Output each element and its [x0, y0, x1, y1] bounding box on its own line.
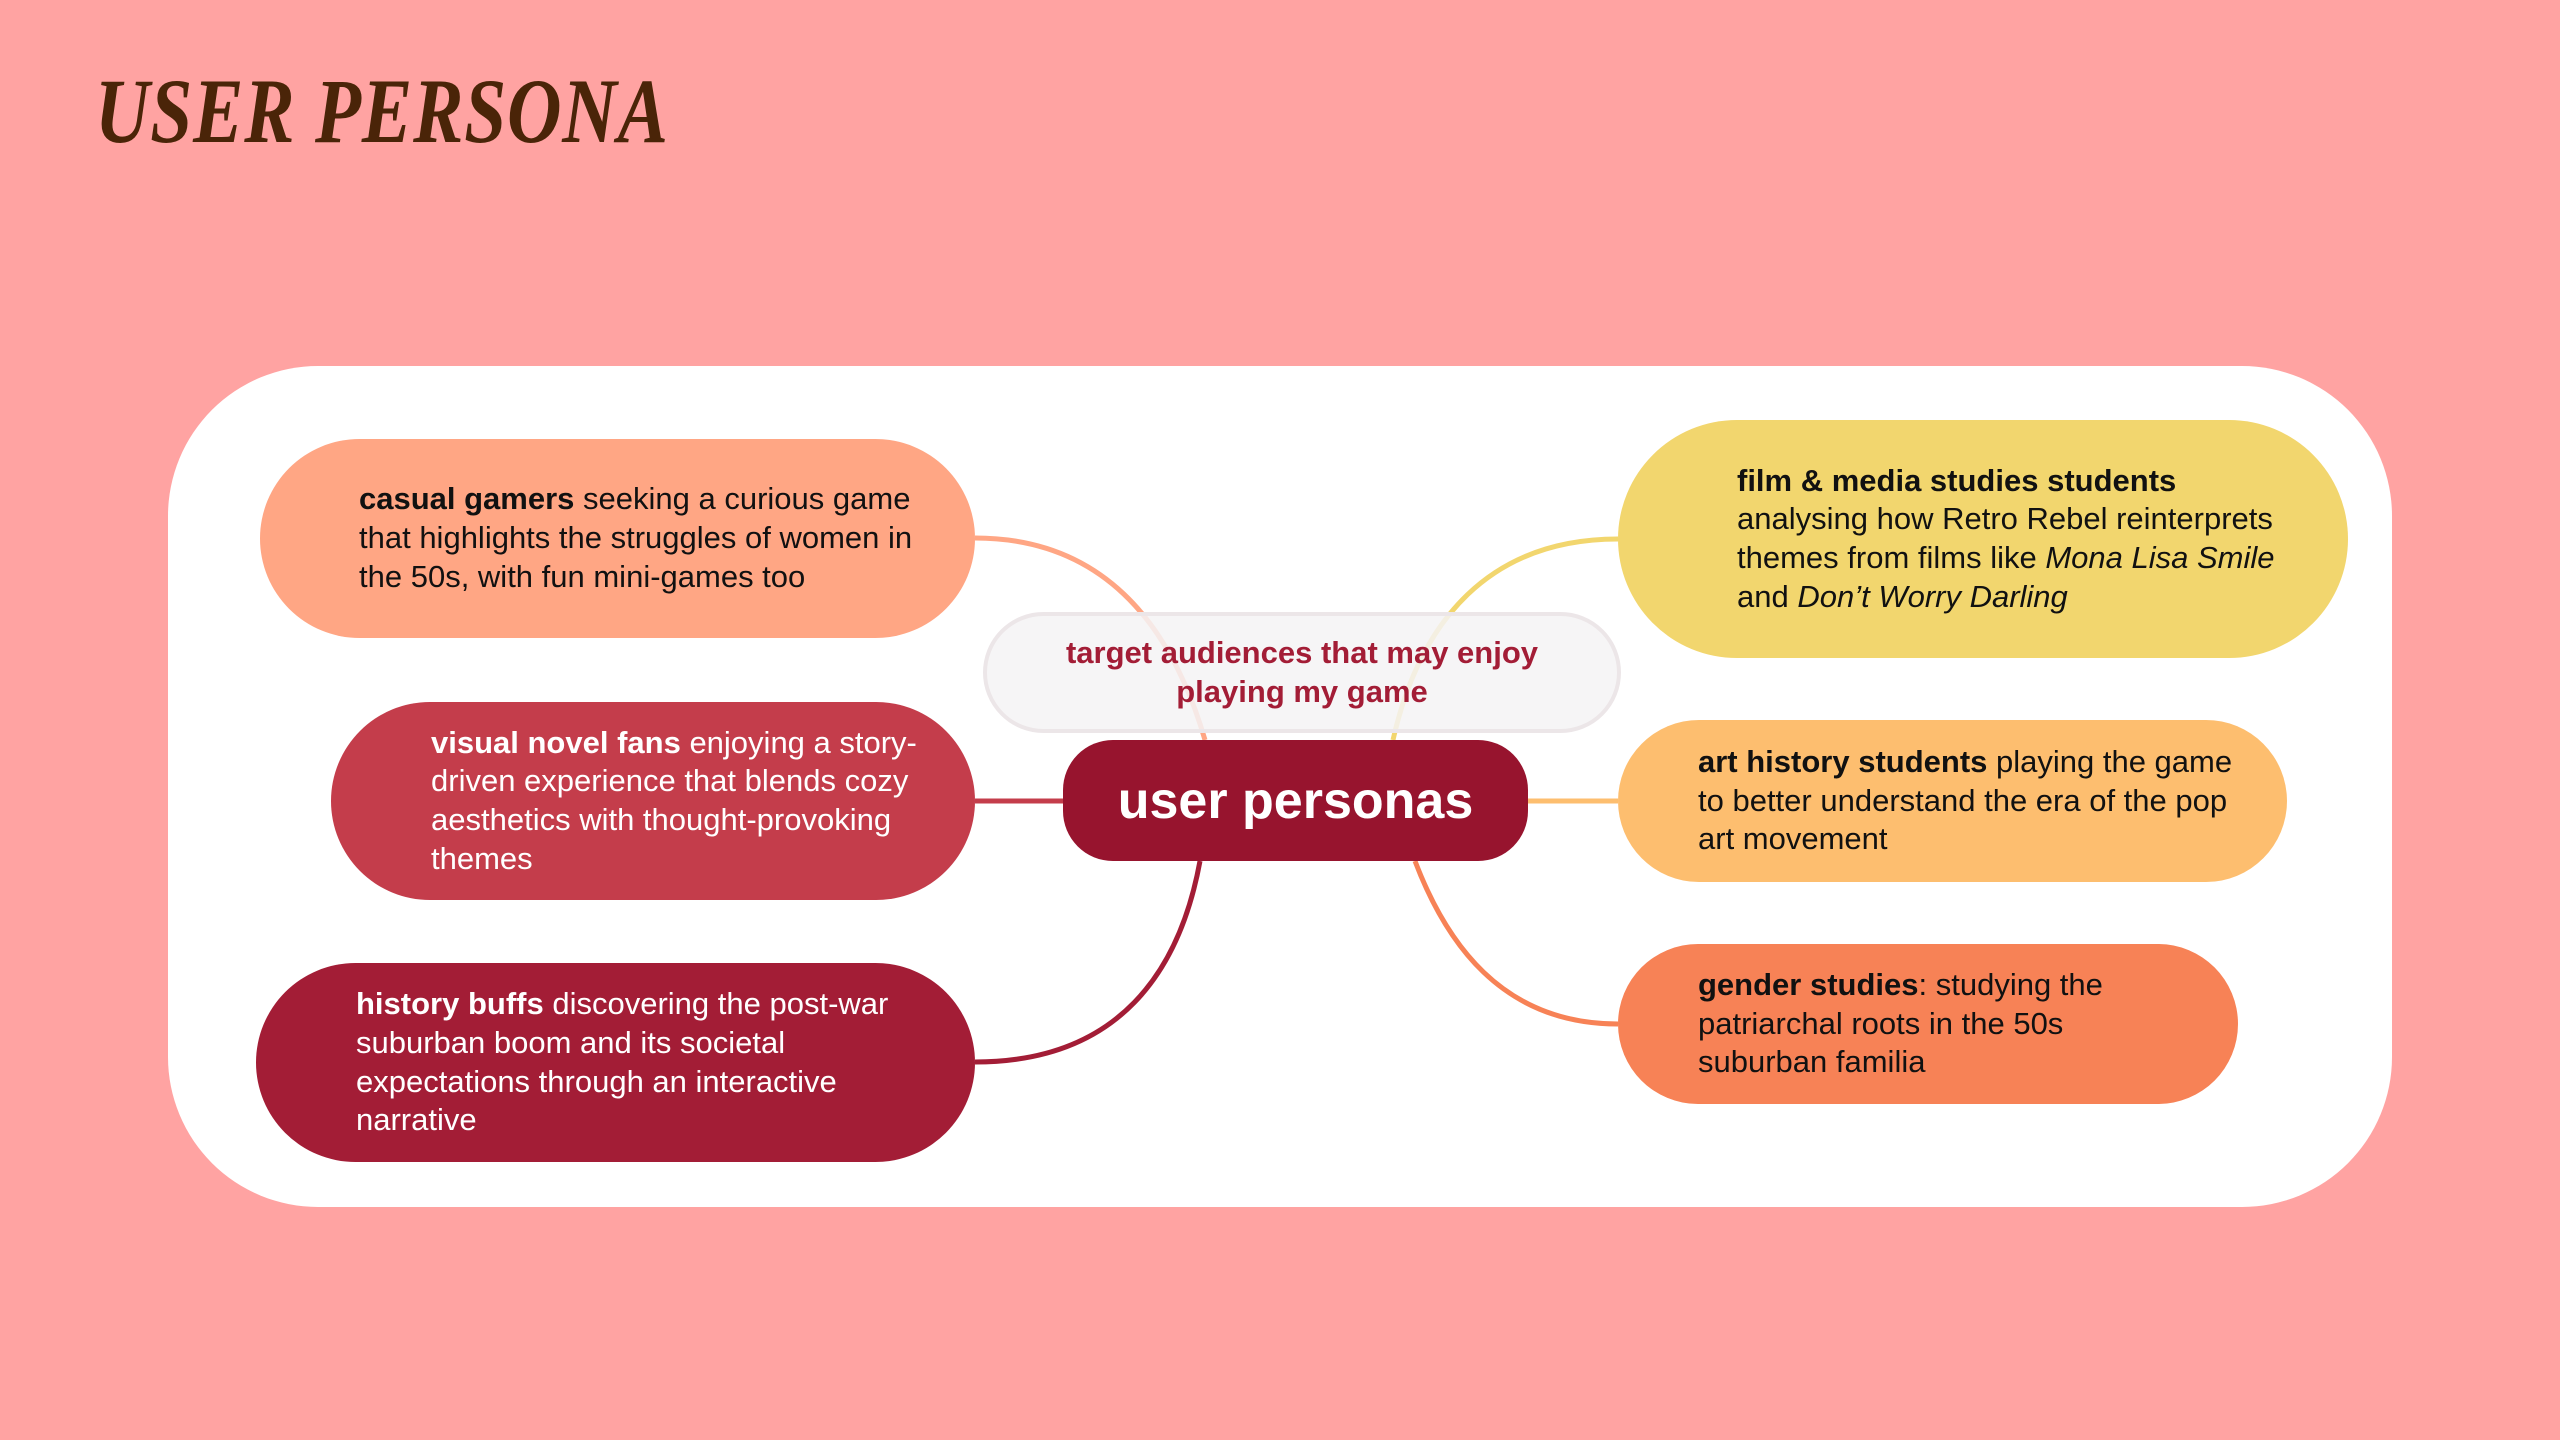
persona-description: discovering the post-war suburban boom a…: [356, 986, 889, 1138]
persona-gender-studies: gender studies: studying the patriarchal…: [1618, 944, 2238, 1104]
persona-casual-gamers: casual gamers seeking a curious game tha…: [260, 439, 975, 638]
persona-description: : studying the patriarchal roots in the …: [1698, 966, 2103, 1080]
film-title: Mona Lisa Smile: [2045, 540, 2275, 575]
persona-title: gender studies: [1698, 966, 1919, 1002]
persona-title: film & media studies students: [1737, 462, 2177, 498]
persona-art-history-students: art history students playing the game to…: [1618, 720, 2287, 882]
persona-visual-novel-fans: visual novel fans enjoying a story-drive…: [331, 702, 975, 900]
connector-history: [974, 860, 1203, 1065]
persona-title: art history students: [1698, 743, 1988, 779]
persona-description: playing the game to better understand th…: [1698, 743, 2233, 857]
connector-gender: [1412, 860, 1619, 1027]
persona-film-media-students: film & media studies students analysing …: [1618, 420, 2348, 658]
persona-history-buffs: history buffs discovering the post-war s…: [256, 963, 975, 1162]
persona-description: and: [1737, 578, 1798, 614]
persona-title: visual novel fans: [431, 724, 681, 760]
film-title: Don’t Worry Darling: [1797, 578, 2068, 614]
persona-description: analysing how Retro Rebel reinterprets t…: [1737, 501, 2273, 575]
persona-description: enjoying a story-driven experience that …: [431, 724, 917, 876]
persona-title: casual gamers: [359, 481, 575, 517]
central-node: user personas: [1063, 740, 1528, 861]
persona-description: seeking a curious game that highlights t…: [359, 481, 913, 594]
page-title: USER PERSONA: [95, 60, 669, 162]
subtitle-bubble: target audiences that may enjoy playing …: [983, 612, 1621, 733]
persona-title: history buffs: [356, 986, 544, 1022]
